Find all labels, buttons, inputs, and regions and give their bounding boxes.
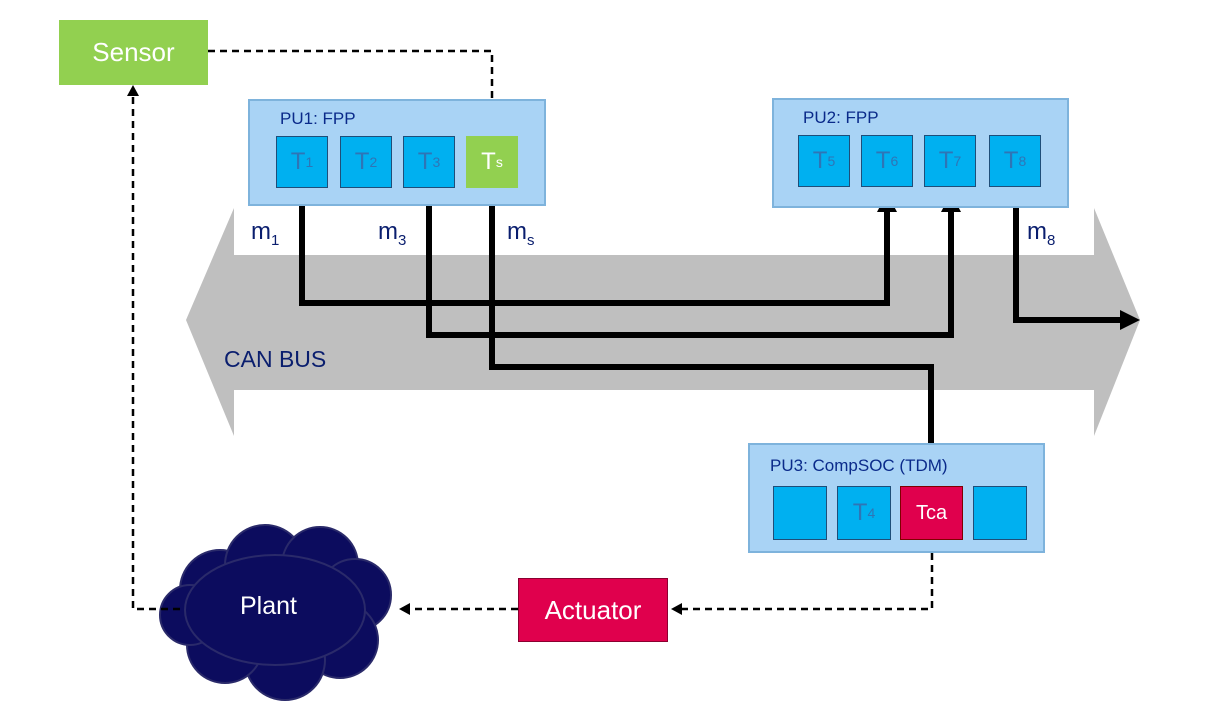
pu2-title: PU2: FPP xyxy=(803,108,879,127)
arrowhead-actuator xyxy=(671,603,682,615)
pu3-task-slot1 xyxy=(773,486,827,540)
message-m8: m8 xyxy=(1027,218,1056,249)
message-m1: m1 xyxy=(251,218,280,249)
message-ms: ms xyxy=(507,218,535,249)
arrowhead-plant xyxy=(399,603,410,615)
sensor-label: Sensor xyxy=(92,37,175,67)
can-bus-arrow xyxy=(186,208,1140,436)
sensor-block: Sensor xyxy=(59,20,208,85)
route-m1 xyxy=(299,190,890,306)
route-ms xyxy=(489,190,934,470)
plant-to-sensor-link xyxy=(131,94,180,611)
pu3-task-slot4 xyxy=(973,486,1027,540)
pu3-title: PU3: CompSOC (TDM) xyxy=(770,456,948,475)
pu1-title: PU1: FPP xyxy=(280,109,356,128)
actuator-block: Actuator xyxy=(518,578,668,642)
route-m8 xyxy=(1013,190,1124,323)
message-m3: m3 xyxy=(378,218,407,249)
route-m3 xyxy=(426,190,954,338)
can-bus-label: CAN BUS xyxy=(224,346,327,372)
arrowhead-m8 xyxy=(1120,310,1140,330)
actuator-label: Actuator xyxy=(544,594,642,625)
arrowhead-sensor xyxy=(127,85,139,96)
plant-label: Plant xyxy=(240,592,297,620)
plant-cloud xyxy=(159,524,392,701)
pu3-task-tca: Tca xyxy=(900,486,963,540)
